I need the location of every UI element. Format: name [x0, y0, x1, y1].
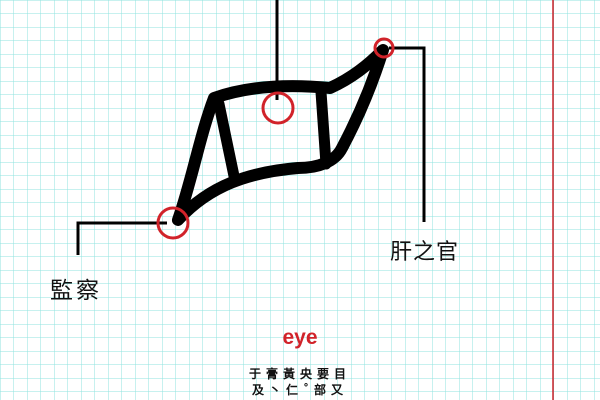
inner-stroke-left	[213, 98, 240, 182]
inner-stroke-right	[315, 86, 332, 170]
left-callout-label: 監察	[50, 278, 102, 304]
top-center-marker	[261, 91, 295, 125]
right-callout-label: 肝之官	[390, 240, 460, 265]
left-leader-line	[76, 221, 167, 255]
footnote-text: 于膏黃央要目 及丶仁˚部又	[0, 366, 600, 398]
eye-outline-stroke	[172, 44, 389, 226]
right-tip-marker	[373, 37, 395, 59]
footnote-line-1: 于膏黃央要目	[248, 367, 351, 381]
left-tip-marker	[156, 206, 190, 240]
caption-word: eye	[282, 326, 318, 349]
right-leader-line	[389, 46, 426, 222]
footnote-line-2: 及丶仁˚部又	[251, 383, 348, 397]
